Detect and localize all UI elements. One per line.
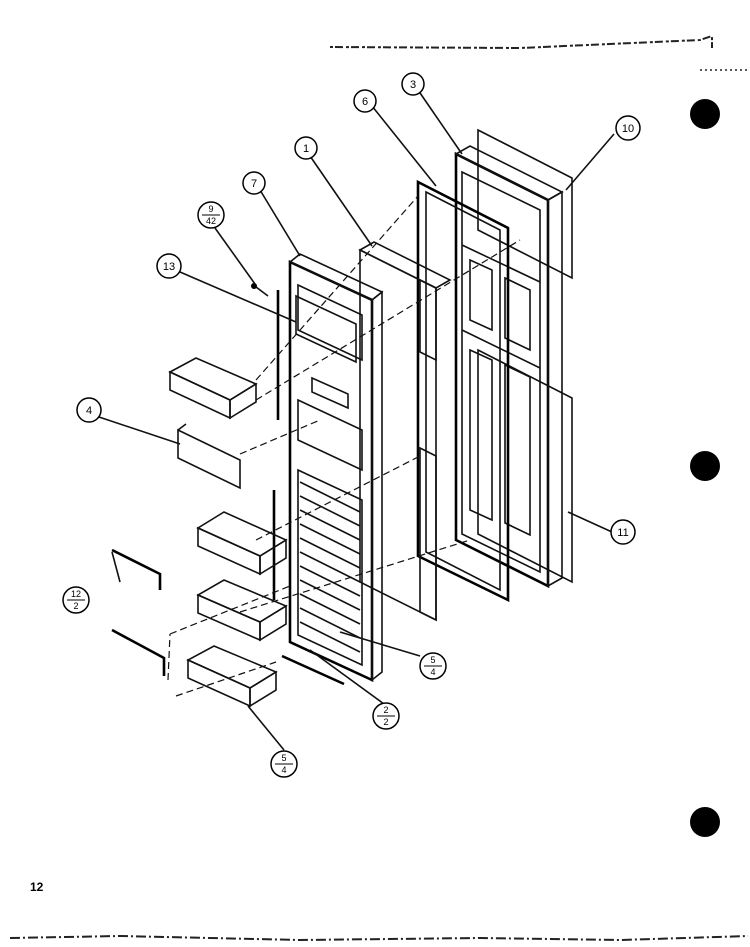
door-bin-4 [186, 645, 278, 708]
part-12-retainer-bars [111, 548, 166, 676]
callout-9-42: 9 42 [197, 201, 225, 229]
part-6-gasket [416, 179, 510, 603]
callout-2-2-bottom: 2 [383, 717, 388, 727]
part-1-inner-liner [358, 241, 452, 622]
callout-1: 1 [294, 136, 318, 160]
callout-4-label: 4 [86, 405, 92, 417]
callout-1-label: 1 [303, 143, 309, 155]
callout-11: 11 [610, 519, 636, 545]
callout-10-label: 10 [622, 123, 634, 135]
callout-5-4-upper: 5 4 [419, 652, 447, 680]
part-9-screw [251, 283, 269, 297]
part-7-door-liner [288, 253, 384, 683]
callout-5-4-lower-top: 5 [281, 753, 286, 763]
callout-5-4-upper-bottom: 4 [430, 667, 435, 677]
page-number: 12 [30, 880, 44, 894]
part-2-hinge-bar [281, 654, 345, 686]
door-bin-2 [196, 511, 288, 576]
callout-6-label: 6 [362, 96, 368, 108]
callout-12-2: 12 2 [62, 586, 90, 614]
callout-9-42-top: 9 [208, 204, 213, 214]
callout-7: 7 [242, 171, 266, 195]
part-4-bin-front [177, 423, 241, 490]
callout-2-2: 2 2 [372, 702, 400, 730]
leader-lines [95, 89, 615, 751]
callout-2-2-top: 2 [383, 705, 388, 715]
assembly-dash-lines [167, 195, 521, 697]
callout-10: 10 [615, 115, 641, 141]
callout-5-4-lower-bottom: 4 [281, 765, 286, 775]
shelf-bars [272, 290, 280, 600]
door-bin-3 [196, 579, 288, 642]
part-10-panel [477, 128, 573, 280]
part-3-outer-door [454, 145, 564, 589]
door-bin-1 [168, 357, 258, 420]
callout-5-4-upper-top: 5 [430, 655, 435, 665]
callout-11-label: 11 [617, 527, 628, 539]
callout-9-42-bottom: 42 [206, 216, 216, 226]
callout-7-label: 7 [251, 178, 257, 190]
callout-6: 6 [353, 89, 377, 113]
binder-hole-middle [690, 451, 720, 481]
callout-5-4-lower: 5 4 [270, 750, 298, 778]
callout-3: 3 [401, 72, 425, 96]
callout-4: 4 [76, 397, 102, 423]
binder-hole-top [690, 99, 720, 129]
binder-hole-bottom [690, 807, 720, 837]
callout-12-2-bottom: 2 [73, 601, 78, 611]
callout-12-2-top: 12 [71, 589, 81, 599]
callout-13-label: 13 [163, 261, 175, 273]
callout-13: 13 [156, 253, 182, 279]
callout-3-label: 3 [410, 79, 416, 91]
scan-edge-artifacts [9, 34, 749, 942]
